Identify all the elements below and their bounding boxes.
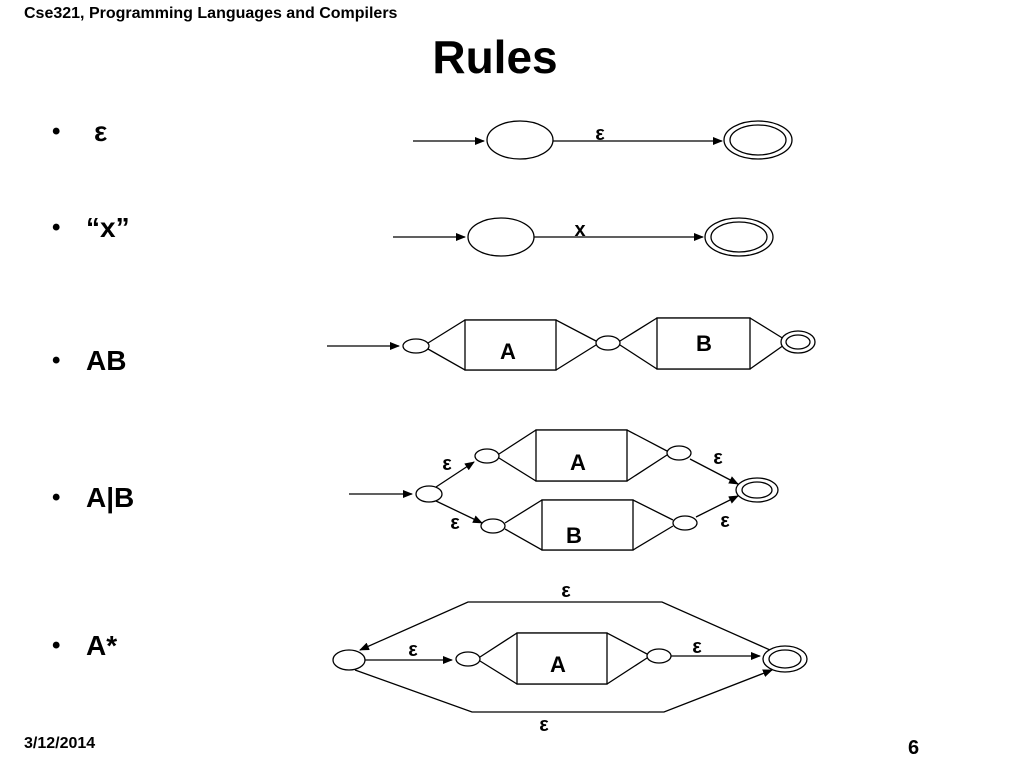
eps-edge-bottom-out <box>695 495 739 518</box>
box-a-label: A <box>570 450 586 475</box>
start-state <box>332 649 366 671</box>
accept-state-inner <box>741 481 773 499</box>
bullet-dot: • <box>52 632 61 659</box>
top-in-state <box>474 448 500 464</box>
bullet-dot: • <box>52 118 61 145</box>
bullet-x: • “x” <box>52 212 130 244</box>
bullet-star: • A* <box>52 630 117 662</box>
slide-title: Rules <box>432 31 558 83</box>
eps-edge-bottom-in <box>435 500 483 524</box>
middle-state <box>595 335 621 351</box>
box-a-label: A <box>500 339 516 364</box>
eps-label: ε <box>442 453 452 475</box>
box-a-label: A <box>550 652 566 677</box>
accept-state-inner <box>710 221 768 253</box>
start-state <box>415 485 443 503</box>
eps-label: ε <box>561 580 571 602</box>
eps-label: ε <box>408 639 418 661</box>
box-b-label: B <box>696 331 712 356</box>
accept-state-inner <box>729 124 787 156</box>
eps-edge-top-in <box>435 461 475 488</box>
eps-label: ε <box>720 510 730 532</box>
eps-label: ε <box>539 714 549 736</box>
epsilon-nfa: ε <box>413 120 793 160</box>
box-b <box>541 499 634 551</box>
box-b <box>656 317 751 370</box>
bullet-dot: • <box>52 214 61 241</box>
bullet-concat: • AB <box>52 345 126 377</box>
bullet-dot: • <box>52 484 61 511</box>
eps-edge-top-out <box>689 458 739 485</box>
bullet-label: “x” <box>86 212 130 243</box>
eps-label: ε <box>692 636 702 658</box>
x-edge-label: x <box>574 219 585 241</box>
footer-date: 3/12/2014 <box>24 735 96 752</box>
box-a <box>516 632 608 685</box>
bullet-union: • A|B <box>52 482 134 514</box>
course-header: Cse321, Programming Languages and Compil… <box>24 5 398 22</box>
bullet-epsilon: • ε <box>52 116 107 148</box>
start-state <box>402 338 430 354</box>
eps-label: ε <box>450 512 460 534</box>
bullet-label: A|B <box>86 482 135 513</box>
accept-state-inner <box>768 649 802 669</box>
epsilon-edge-label: ε <box>595 123 605 145</box>
box-a <box>464 319 557 371</box>
concat-nfa: A B <box>327 317 816 371</box>
bottom-out-state <box>672 515 698 531</box>
top-out-state <box>666 445 692 461</box>
bullet-label: A* <box>86 630 118 661</box>
union-nfa: A B ε ε ε ε <box>349 429 779 551</box>
bullet-label: ε <box>94 116 108 147</box>
box-b-label: B <box>566 523 582 548</box>
accept-state-inner <box>785 334 811 350</box>
eps-label: ε <box>713 447 723 469</box>
char-nfa: x <box>393 217 774 257</box>
star-nfa: A ε ε ε ε <box>332 580 808 736</box>
box-out-state <box>646 648 672 664</box>
start-state <box>467 217 535 257</box>
eps-skip-edge <box>354 669 773 713</box>
bottom-in-state <box>480 518 506 534</box>
box-in-state <box>455 651 481 667</box>
bullet-label: AB <box>86 345 127 376</box>
eps-loop-back <box>359 601 771 651</box>
page-number: 6 <box>908 737 920 759</box>
start-state <box>486 120 554 160</box>
box-a <box>535 429 628 482</box>
bullet-dot: • <box>52 347 61 374</box>
